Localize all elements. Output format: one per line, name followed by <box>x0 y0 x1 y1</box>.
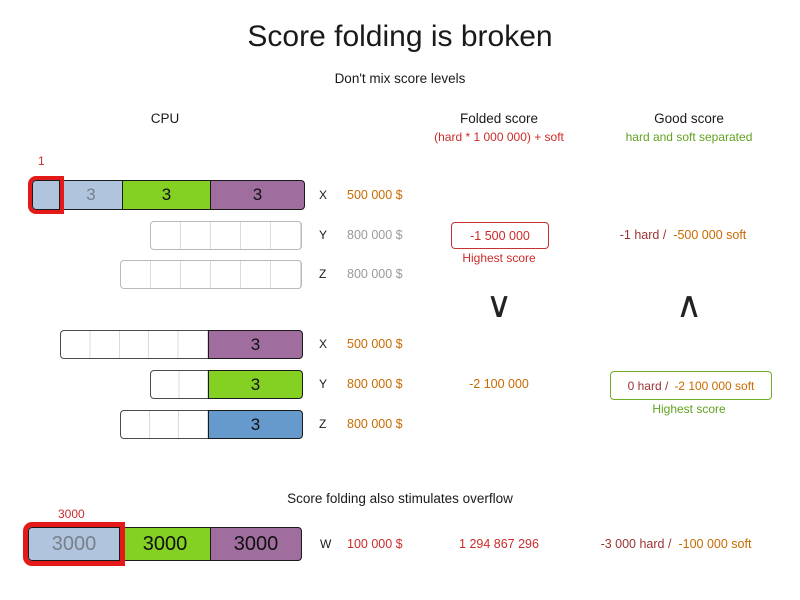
row-cost: 800 000 $ <box>347 377 403 391</box>
highest-score-caption: Highest score <box>462 251 536 265</box>
page-title: Score folding is broken <box>247 20 553 53</box>
less-than-icon: ∨ <box>485 284 513 325</box>
section2-subtitle: Score folding also stimulates overflow <box>287 491 513 506</box>
cpu-bar-x-mixed: 3 3 3 <box>28 176 305 214</box>
empty-cells <box>120 260 302 289</box>
row-cost: 800 000 $ <box>347 417 403 431</box>
good-score-box: 0 hard / -2 100 000 soft <box>610 371 772 400</box>
good-score-mixed: -1 hard / -500 000 soft <box>583 228 783 242</box>
row-cost: 800 000 $ <box>347 228 403 242</box>
segment-purple: 3 <box>210 180 305 210</box>
soft-score-value: -2 100 000 soft <box>674 378 755 393</box>
folded-score-column-header: Folded score <box>459 111 539 126</box>
row-label: Y <box>319 377 328 391</box>
good-score-column-header: Good score <box>654 111 724 126</box>
good-score-subheader: hard and soft separated <box>625 130 753 144</box>
empty-cells <box>150 370 209 399</box>
empty-cells <box>120 410 209 439</box>
highest-score-caption: Highest score <box>652 402 726 416</box>
row-label: Z <box>319 267 327 281</box>
row-label: W <box>320 537 332 551</box>
hard-score-value: 0 hard / <box>627 378 669 393</box>
row-label: Y <box>319 228 328 242</box>
highlight-annotation: 1 <box>38 154 45 168</box>
cpu-bar-y-good: 3 <box>150 370 303 399</box>
folded-score-value: -2 100 000 <box>469 377 529 391</box>
segment-blue: 3 <box>59 180 123 210</box>
row-cost: 500 000 $ <box>347 188 403 202</box>
greater-than-icon: ∧ <box>675 284 703 325</box>
row-label: X <box>319 337 328 351</box>
soft-score-value: -100 000 soft <box>678 537 752 551</box>
cpu-bar-w-overflow: 3000 3000 3000 <box>23 522 302 566</box>
segment-green: 3 <box>122 180 211 210</box>
row-cost: 500 000 $ <box>347 337 403 351</box>
overflow-annotation: 3000 <box>58 507 85 521</box>
segment-green: 3000 <box>119 527 211 561</box>
row-cost: 800 000 $ <box>347 267 403 281</box>
hard-score-value: -3 000 hard / <box>600 537 672 551</box>
highlighted-segment-blue: 3000 <box>23 522 125 566</box>
good-score-overflow: -3 000 hard / -100 000 soft <box>576 537 776 551</box>
cpu-bar-y-mixed <box>150 221 302 250</box>
hard-score-value: -1 hard / <box>619 228 667 242</box>
folded-score-value: -1 500 000 <box>470 228 530 243</box>
segment-purple: 3000 <box>210 527 302 561</box>
cpu-bar-x-good: 3 <box>60 330 303 359</box>
folded-score-subheader: (hard * 1 000 000) + soft <box>434 130 564 144</box>
folded-score-box: -1 500 000 <box>451 222 549 249</box>
row-cost: 100 000 $ <box>347 537 403 551</box>
row-label: Z <box>319 417 327 431</box>
empty-cells <box>150 221 302 250</box>
highlighted-segment <box>28 176 64 214</box>
segment-steel-blue: 3 <box>208 410 303 439</box>
cpu-bar-z-mixed <box>120 260 302 289</box>
section1-subtitle: Don't mix score levels <box>334 71 466 86</box>
segment-green: 3 <box>208 370 303 399</box>
cpu-bar-z-good: 3 <box>120 410 303 439</box>
empty-cells <box>60 330 209 359</box>
folded-score-value: 1 294 867 296 <box>459 537 539 551</box>
segment-purple: 3 <box>208 330 303 359</box>
soft-score-value: -500 000 soft <box>673 228 747 242</box>
row-label: X <box>319 188 328 202</box>
cpu-column-header: CPU <box>150 111 180 126</box>
